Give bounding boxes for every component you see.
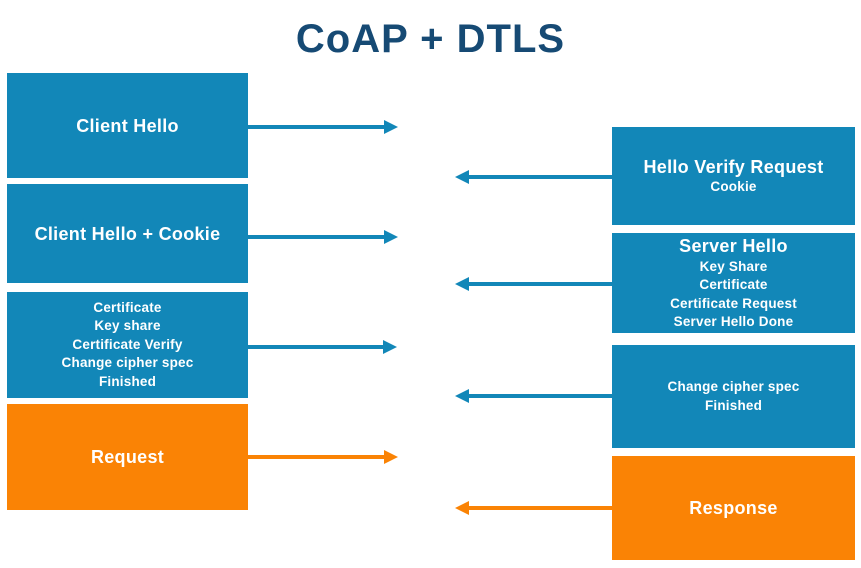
client-hello-label: Client Hello — [76, 115, 179, 136]
arrow-left-hello-verify-request — [455, 170, 612, 184]
server-hello-label: Server Hello — [679, 235, 788, 256]
client-msg-line: Certificate — [93, 299, 162, 315]
request-label: Request — [90, 447, 165, 467]
client-msg-line: Certificate Verify — [72, 336, 183, 352]
arrow-left-server-finished — [455, 389, 612, 403]
client-certificate-finished-box: Certificate Key share Certificate Verify… — [7, 292, 248, 398]
server-msg-line: Change cipher spec — [667, 379, 800, 394]
client-msg-line: Finished — [98, 373, 157, 389]
arrow-right-client-hello — [248, 120, 398, 134]
server-msg-line: Finished — [704, 397, 763, 413]
hello-verify-request-box: Hello Verify Request Cookie — [612, 127, 855, 225]
arrow-left-response — [455, 501, 612, 515]
response-label: Response — [689, 498, 778, 518]
client-msg-line: Key share — [94, 318, 161, 334]
request-box: Request — [7, 404, 248, 510]
server-hello-box: Server Hello Key Share Certificate Certi… — [612, 233, 855, 333]
cookie-label: Cookie — [710, 178, 757, 194]
server-msg-line: Certificate Request — [670, 295, 797, 311]
arrow-right-request — [248, 450, 398, 464]
server-change-cipher-box: Change cipher spec Finished — [612, 345, 855, 448]
arrow-left-server-hello — [455, 277, 612, 291]
server-msg-line: Certificate — [699, 277, 768, 292]
page-title: CoAP + DTLS — [295, 17, 566, 61]
server-msg-line: Server Hello Done — [673, 314, 794, 329]
arrow-right-client-finished — [248, 340, 397, 354]
client-hello-box: Client Hello — [7, 73, 248, 178]
client-hello-cookie-box: Client Hello + Cookie — [7, 184, 248, 283]
client-hello-cookie-label: Client Hello + Cookie — [34, 223, 221, 244]
hello-verify-request-label: Hello Verify Request — [643, 156, 824, 177]
server-msg-line: Key Share — [699, 258, 768, 274]
response-box: Response — [612, 456, 855, 560]
arrow-right-client-hello-cookie — [248, 230, 398, 244]
client-msg-line: Change cipher spec — [61, 355, 194, 371]
